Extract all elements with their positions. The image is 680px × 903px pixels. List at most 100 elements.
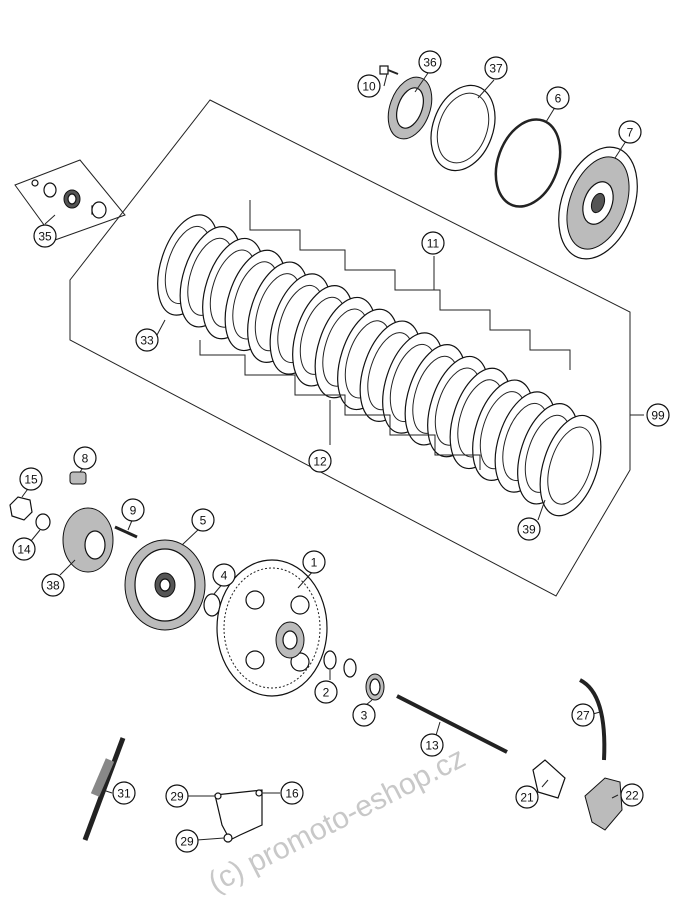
clutch-plate (539, 414, 602, 517)
callout-number: 14 (17, 543, 31, 557)
lock-washer (35, 513, 51, 531)
callout-circle (41, 573, 65, 597)
callout-1: 1 (302, 550, 326, 574)
release-hub (62, 507, 114, 573)
syringe-tool (82, 737, 126, 841)
callout-22: 22 (620, 783, 644, 807)
o-ring (494, 118, 562, 208)
plate-callout-lines (199, 200, 571, 470)
callout-number: 5 (200, 514, 207, 528)
callout-number: 12 (313, 455, 327, 469)
clutch-plates-stack (157, 214, 602, 517)
callout-number: 36 (423, 56, 437, 70)
callout-29a: 29 (165, 784, 189, 808)
callout-12: 12 (308, 449, 332, 473)
callout-circle (165, 784, 189, 808)
callout-number: 37 (489, 62, 503, 76)
hydraulic-hose (578, 678, 607, 761)
callout-circle (357, 74, 381, 98)
callout-2: 2 (314, 680, 338, 704)
callout-5: 5 (191, 508, 215, 532)
callout-13: 13 (420, 733, 444, 757)
gasket (532, 759, 566, 799)
spacer-washer (203, 593, 221, 617)
callout-number: 35 (38, 230, 52, 244)
clutch-pack-outline (69, 99, 644, 597)
callout-circle (19, 467, 43, 491)
callout-circle (618, 120, 642, 144)
callout-number: 29 (180, 835, 194, 849)
callout-circle (646, 403, 670, 427)
callout-circle (515, 785, 539, 809)
callout-39: 39 (517, 517, 541, 541)
clutch-plate-inner (547, 426, 594, 505)
pressure-plate (558, 146, 638, 260)
callout-circle (546, 86, 570, 110)
needle-bearing-rings (323, 650, 385, 701)
callout-number: 21 (520, 791, 534, 805)
callout-number: 11 (427, 237, 440, 251)
callout-circle (314, 680, 338, 704)
callout-35: 35 (33, 224, 57, 248)
nut (9, 496, 33, 521)
callout-circle (33, 224, 57, 248)
callout-6: 6 (546, 86, 570, 110)
callout-circle (571, 703, 595, 727)
damper-block (69, 471, 87, 485)
callout-circle (620, 783, 644, 807)
washer-plate (430, 84, 496, 172)
thrust-bearing (387, 76, 433, 140)
callout-circle (420, 733, 444, 757)
callout-number: 99 (651, 409, 665, 423)
inner-hub (124, 539, 206, 631)
callout-21: 21 (515, 785, 539, 809)
callout-number: 7 (627, 126, 634, 140)
callout-10: 10 (357, 74, 381, 98)
callout-36: 36 (418, 50, 442, 74)
callout-38: 38 (41, 573, 65, 597)
callout-33: 33 (135, 328, 159, 352)
callout-circle (135, 328, 159, 352)
callout-circle (302, 550, 326, 574)
pin (114, 525, 138, 539)
callout-3: 3 (352, 703, 376, 727)
screw (379, 65, 399, 75)
callout-number: 1 (311, 556, 318, 570)
callout-circle (112, 781, 136, 805)
callout-number: 31 (117, 787, 131, 801)
callout-14: 14 (12, 537, 36, 561)
bolt-kit (14, 159, 126, 241)
callout-circle (418, 50, 442, 74)
callout-number: 9 (130, 504, 137, 518)
callout-circle (212, 563, 236, 587)
primary-gear-basket (216, 559, 328, 697)
callout-circle (121, 498, 145, 522)
callout-number: 22 (625, 789, 639, 803)
push-rod (396, 694, 508, 754)
callout-number: 6 (555, 92, 562, 106)
callout-16: 16 (280, 781, 304, 805)
callout-number: 8 (82, 452, 89, 466)
callout-circle (352, 703, 376, 727)
callout-circle (484, 56, 508, 80)
callout-number: 4 (221, 569, 228, 583)
callout-7: 7 (618, 120, 642, 144)
callout-number: 13 (425, 739, 439, 753)
callout-number: 39 (522, 523, 536, 537)
callout-31: 31 (112, 781, 136, 805)
callout-29b: 29 (175, 829, 199, 853)
callout-number: 2 (323, 686, 330, 700)
callout-11: 11 (421, 231, 445, 255)
clutch-lever-bracket (214, 789, 263, 843)
callout-15: 15 (19, 467, 43, 491)
callout-circle (308, 449, 332, 473)
callout-circle (280, 781, 304, 805)
callout-4: 4 (212, 563, 236, 587)
callout-8: 8 (73, 446, 97, 470)
callout-circle (517, 517, 541, 541)
callout-37: 37 (484, 56, 508, 80)
callout-number: 3 (361, 709, 368, 723)
callout-number: 10 (362, 80, 376, 94)
callout-number: 15 (24, 473, 38, 487)
